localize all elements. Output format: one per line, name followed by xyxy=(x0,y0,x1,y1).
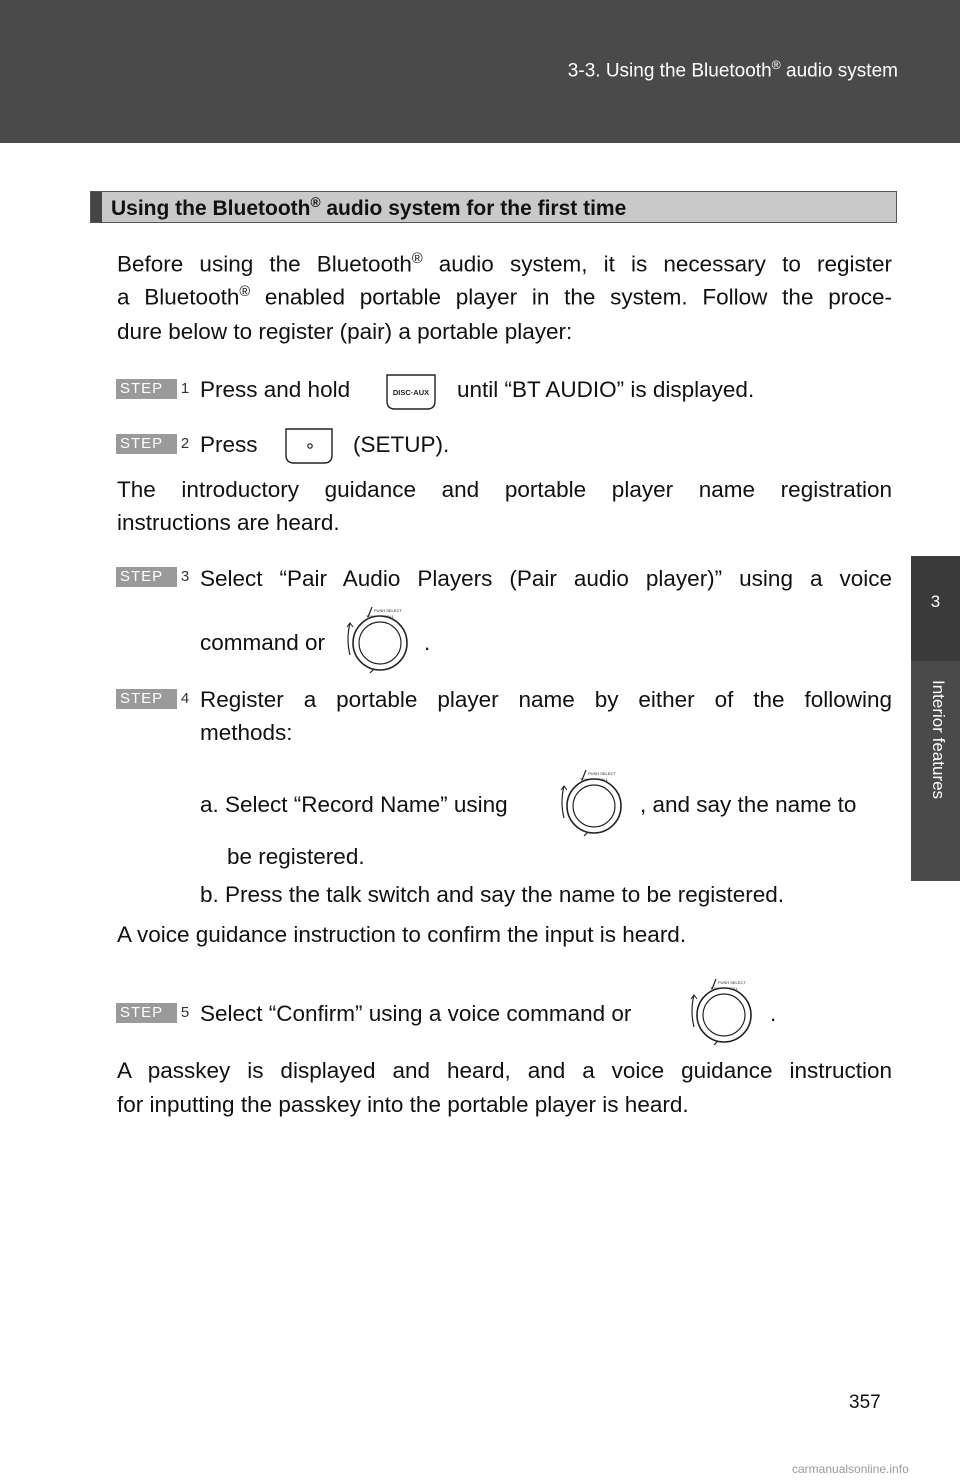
page-number: 357 xyxy=(849,1392,881,1413)
tune-knob-icon: PUSH SELECT TUNE·SCROLL xyxy=(560,769,622,837)
step-4-method-a-line-2: be registered. xyxy=(227,844,365,869)
watermark: carmanualsonline.info xyxy=(792,1462,909,1476)
step-2-badge: STEP 2 xyxy=(116,434,192,454)
tune-knob-icon: PUSH SELECT TUNE·SCROLL xyxy=(346,606,408,674)
step-word: STEP xyxy=(120,690,164,707)
step-1-badge: STEP 1 xyxy=(116,379,192,399)
tune-scroll-knob[interactable]: PUSH SELECT TUNE·SCROLL xyxy=(344,603,414,675)
step-2-note-line-2: instructions are heard. xyxy=(117,510,340,535)
step-3-badge: STEP 3 xyxy=(116,567,192,587)
intro-text: Before using the Bluetooth xyxy=(117,251,412,277)
step-5-note-line-1: A passkey is displayed and heard, and a … xyxy=(117,1058,892,1083)
step-3-end: . xyxy=(424,630,431,655)
step-5-badge: STEP 5 xyxy=(116,1003,192,1023)
step-2-text-a: Press xyxy=(200,432,258,457)
knob-push-select-label: PUSH SELECT xyxy=(374,608,402,613)
chapter-number: 3 xyxy=(930,592,941,611)
section-heading: Using the Bluetooth® audio system for th… xyxy=(90,191,897,223)
heading-text: Using the Bluetooth® audio system for th… xyxy=(111,195,626,221)
step-2-note-line-1: The introductory guidance and portable p… xyxy=(117,477,892,502)
disc-aux-button-icon: DISC·AUX xyxy=(386,374,436,410)
step-4-note: A voice guidance instruction to confirm … xyxy=(117,922,687,947)
chapter-tab-number-block xyxy=(911,556,960,661)
intro-line-2: a Bluetooth® enabled portable player in … xyxy=(117,284,892,311)
step-word: STEP xyxy=(120,435,164,452)
intro-text: audio system, it is necessary to registe… xyxy=(422,251,892,277)
step-word: STEP xyxy=(120,380,164,397)
step-4-line-1: Register a portable player name by eithe… xyxy=(200,687,892,712)
step-4-method-a-text-a: a. Select “Record Name” using xyxy=(200,792,508,817)
step-5-note-line-2: for inputting the passkey into the porta… xyxy=(117,1092,689,1117)
chapter-label: Interior features xyxy=(929,680,948,800)
step-word: STEP xyxy=(120,568,164,585)
reg-mark: ® xyxy=(239,284,251,300)
heading-text-a: Using the Bluetooth xyxy=(111,197,311,220)
section-title: 3-3. Using the Bluetooth® audio system xyxy=(568,58,898,82)
step-2-text-b: (SETUP). xyxy=(353,432,450,457)
step-number: 5 xyxy=(177,1003,192,1023)
step-4-badge: STEP 4 xyxy=(116,689,192,709)
heading-reg-mark: ® xyxy=(310,195,321,210)
step-4-line-2: methods: xyxy=(200,720,293,745)
heading-bar xyxy=(91,192,102,222)
tune-knob-icon: PUSH SELECT TUNE·SCROLL xyxy=(690,978,752,1046)
intro-text: enabled portable player in the system. F… xyxy=(250,284,892,310)
knob-push-select-label: PUSH SELECT xyxy=(718,980,746,985)
step-number: 2 xyxy=(177,434,192,454)
step-number: 1 xyxy=(177,379,192,399)
step-number: 3 xyxy=(177,567,192,587)
tune-scroll-knob[interactable]: PUSH SELECT TUNE·SCROLL xyxy=(688,975,758,1047)
registered-mark: ® xyxy=(771,58,781,72)
step-1-text-b: until “BT AUDIO” is displayed. xyxy=(457,377,755,402)
step-word: STEP xyxy=(120,1004,164,1021)
step-5-end: . xyxy=(770,1001,777,1026)
tune-scroll-knob[interactable]: PUSH SELECT TUNE·SCROLL xyxy=(558,766,628,838)
step-4-method-b: b. Press the talk switch and say the nam… xyxy=(200,882,785,907)
intro-line-1: Before using the Bluetooth® audio system… xyxy=(117,251,892,278)
page-header: 3-3. Using the Bluetooth® audio system xyxy=(0,0,960,143)
step-3-line-1: Select “Pair Audio Players (Pair audio p… xyxy=(200,566,892,591)
step-number: 4 xyxy=(177,689,192,709)
step-4-method-a-text-b: , and say the name to xyxy=(640,792,857,817)
intro-line-3: dure below to register (pair) a portable… xyxy=(117,319,573,344)
disc-aux-label: DISC·AUX xyxy=(393,388,429,397)
disc-aux-button[interactable]: DISC·AUX xyxy=(383,373,439,411)
step-1-text-a: Press and hold xyxy=(200,377,351,402)
setup-button[interactable] xyxy=(284,425,336,465)
section-title-end: audio system xyxy=(780,60,898,82)
knob-push-select-label: PUSH SELECT xyxy=(588,771,616,776)
setup-button-icon xyxy=(285,428,333,464)
heading-text-b: audio system for the first time xyxy=(320,197,627,220)
reg-mark: ® xyxy=(411,251,423,267)
step-3-line-2: command or xyxy=(200,630,326,655)
section-title-text: 3-3. Using the Bluetooth xyxy=(567,60,772,82)
intro-text: a Bluetooth xyxy=(117,284,240,310)
step-5-text-a: Select “Confirm” using a voice command o… xyxy=(200,1001,632,1026)
